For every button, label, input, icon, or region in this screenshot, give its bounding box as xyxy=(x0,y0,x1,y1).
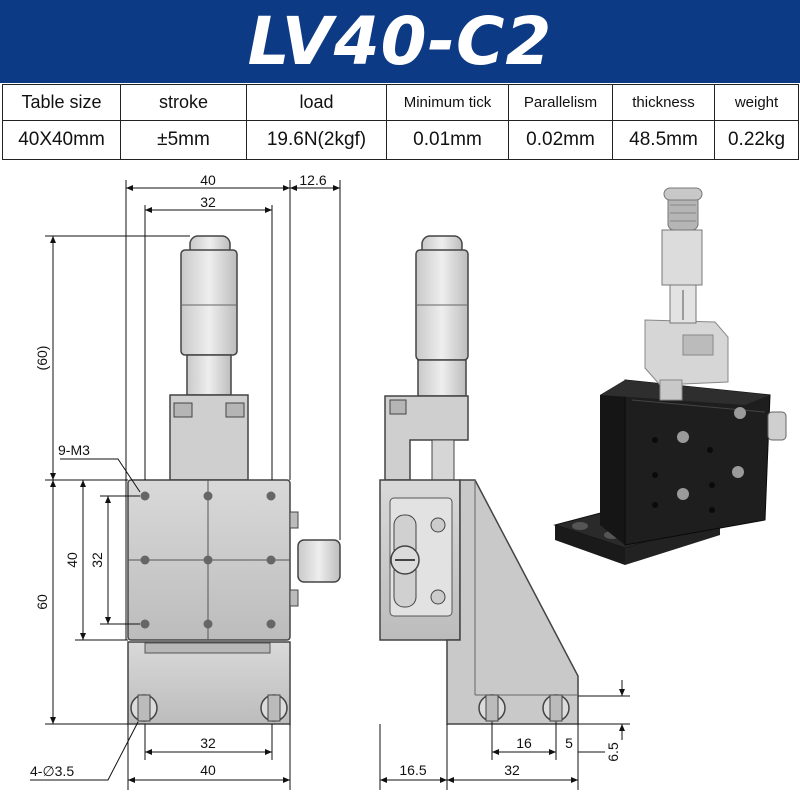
dim-side-32: 32 xyxy=(504,762,520,778)
dim-inner-width: 32 xyxy=(200,194,216,210)
spec-header-row: Table size stroke load Minimum tick Para… xyxy=(2,84,799,121)
spec-header-thickness: thickness xyxy=(612,84,715,121)
side-dimension-lines xyxy=(379,680,630,790)
dimension-labels: 40 32 12.6 (60) 9-M3 40 32 60 32 40 4-∅3… xyxy=(30,172,621,779)
spec-header-parallelism: Parallelism xyxy=(508,84,613,121)
spec-value-parallelism: 0.02mm xyxy=(508,120,613,160)
front-dimension-lines xyxy=(30,180,341,790)
title-banner: LV40-C2 xyxy=(0,0,800,83)
front-view xyxy=(127,235,341,725)
dim-left-40: 40 xyxy=(64,552,80,568)
spec-header-table-size: Table size xyxy=(2,84,121,121)
spec-header-stroke: stroke xyxy=(120,84,247,121)
spec-value-table-size: 40X40mm xyxy=(2,120,121,160)
spec-value-row: 40X40mm ±5mm 19.6N(2kgf) 0.01mm 0.02mm 4… xyxy=(2,120,799,160)
spec-header-weight: weight xyxy=(714,84,799,121)
dim-side-5: 5 xyxy=(565,735,573,751)
lock-knob xyxy=(297,539,341,583)
dim-total-60: 60 xyxy=(34,594,50,610)
product-title: LV40-C2 xyxy=(247,3,553,80)
spec-value-stroke: ±5mm xyxy=(120,120,247,160)
dim-side-6-5: 6.5 xyxy=(605,742,621,762)
spec-header-load: load xyxy=(246,84,387,121)
dim-bottom-32: 32 xyxy=(200,735,216,751)
dim-holes: 9-M3 xyxy=(58,442,90,458)
dim-top-width: 40 xyxy=(200,172,216,188)
dim-knob-offset: 12.6 xyxy=(299,172,326,188)
spec-header-minimum-tick: Minimum tick xyxy=(386,84,509,121)
spec-value-load: 19.6N(2kgf) xyxy=(246,120,387,160)
side-view xyxy=(379,235,579,725)
m3-holes xyxy=(140,491,276,629)
dim-side-16: 16 xyxy=(516,735,532,751)
dim-bottom-40: 40 xyxy=(200,762,216,778)
product-photo xyxy=(553,187,787,565)
angle-bracket xyxy=(446,479,579,725)
spec-value-minimum-tick: 0.01mm xyxy=(386,120,509,160)
spec-value-weight: 0.22kg xyxy=(714,120,799,160)
spec-value-thickness: 48.5mm xyxy=(612,120,715,160)
dim-mount-holes: 4-∅3.5 xyxy=(30,763,74,779)
dim-height-upper: (60) xyxy=(34,346,50,371)
micrometer-sleeve xyxy=(186,354,232,396)
dim-side-16-5: 16.5 xyxy=(399,762,426,778)
technical-drawing: 40 32 12.6 (60) 9-M3 40 32 60 32 40 4-∅3… xyxy=(30,172,787,790)
spec-table: Table size stroke load Minimum tick Para… xyxy=(2,84,799,160)
dim-left-32: 32 xyxy=(89,552,105,568)
micrometer-thimble xyxy=(180,249,238,356)
